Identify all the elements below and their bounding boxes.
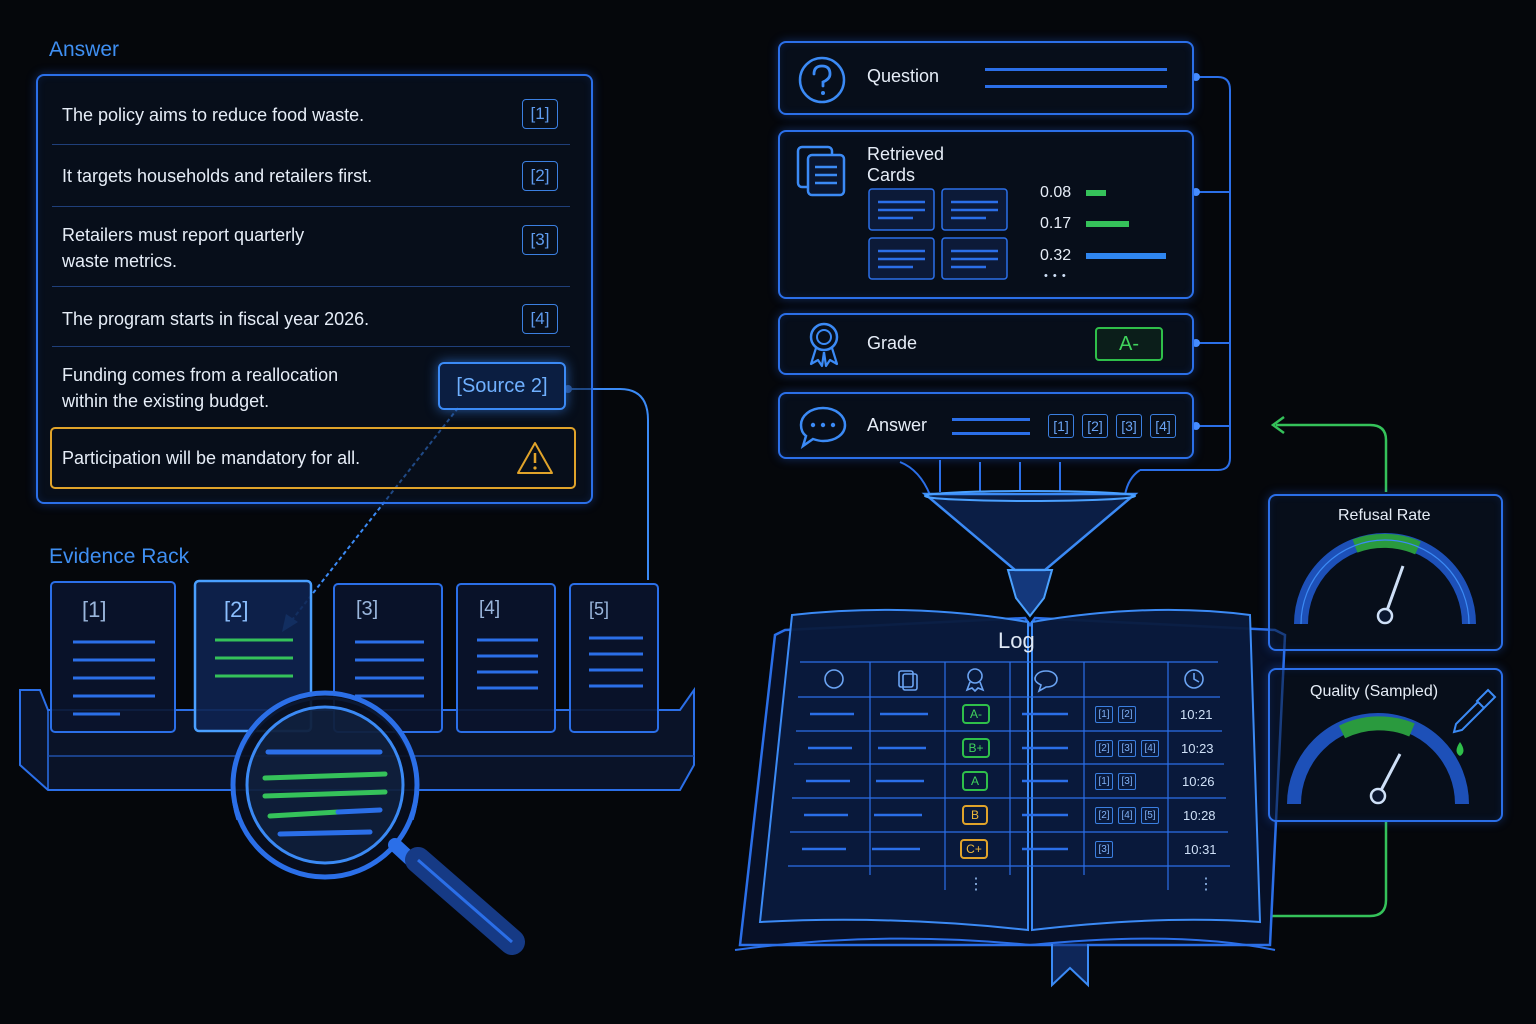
log-more-indicator: ⋮ <box>968 876 984 893</box>
log-row-2-cite-3[interactable]: [4] <box>1141 740 1159 757</box>
answer-row-5-line1: Funding comes from a reallocation <box>62 365 339 385</box>
evidence-card-4-label: [4] <box>479 598 501 619</box>
log-row-3-time: 10:26 <box>1182 774 1215 789</box>
score-bars <box>1086 190 1166 259</box>
answer-summary-label: Answer <box>867 415 928 435</box>
answer-cite-1[interactable]: [1] <box>1048 414 1074 438</box>
log-row-2-cite-1[interactable]: [2] <box>1095 740 1113 757</box>
score-bar-3 <box>1086 253 1166 259</box>
answer-summary-panel[interactable] <box>778 392 1194 459</box>
dropper-icon <box>1452 688 1497 756</box>
evidence-card-5-label: [5] <box>589 599 610 619</box>
log-row-5-grade: C+ <box>960 839 988 859</box>
answer-row-3-cite[interactable]: [3] <box>522 225 558 255</box>
log-row-5-cite-1[interactable]: [3] <box>1095 841 1113 858</box>
log-row-4-cite-3[interactable]: [5] <box>1141 807 1159 824</box>
magnifier-icon <box>230 690 525 955</box>
refusal-rate-gauge <box>1294 533 1476 625</box>
warning-icon <box>517 442 553 474</box>
answer-row-2-text: It targets households and retailers firs… <box>62 166 373 186</box>
log-row-4-cite-2[interactable]: [4] <box>1118 807 1136 824</box>
score-3-label: 0.32 <box>1040 247 1072 264</box>
placeholder-line <box>952 432 1030 435</box>
placeholder-line <box>985 85 1167 88</box>
placeholder-line <box>985 68 1167 71</box>
retrieved-label-line2: Cards <box>867 165 916 185</box>
quality-sampled-title: Quality (Sampled) <box>1310 683 1439 700</box>
cards-stack-icon <box>796 145 846 197</box>
answer-panel-title: Answer <box>49 38 120 61</box>
answer-row-4-text: The program starts in fiscal year 2026. <box>62 309 370 329</box>
log-row-4-time: 10:28 <box>1183 808 1216 823</box>
log-row-1-cite-1[interactable]: [1] <box>1095 706 1113 723</box>
grade-label: Grade <box>867 333 918 353</box>
refusal-rate-title: Refusal Rate <box>1338 507 1431 524</box>
question-panel[interactable] <box>778 41 1194 115</box>
row-divider <box>52 346 570 347</box>
retrieved-card-thumbnails <box>868 188 1008 280</box>
answer-panel <box>36 74 593 504</box>
log-row-5-time: 10:31 <box>1184 842 1217 857</box>
award-ribbon-icon <box>809 322 839 368</box>
answer-row-5-line2: within the existing budget. <box>62 391 270 411</box>
log-row-1-cite-2[interactable]: [2] <box>1118 706 1136 723</box>
log-row-1-grade: A- <box>962 704 990 724</box>
placeholder-line <box>952 418 1030 421</box>
flagged-claim-text: Participation will be mandatory for all. <box>62 448 361 468</box>
log-row-3-grade: A <box>962 771 988 791</box>
log-title: Log <box>998 628 1035 653</box>
log-row-2-cite-2[interactable]: [3] <box>1118 740 1136 757</box>
answer-row-1-cite[interactable]: [1] <box>522 99 558 129</box>
answer-cite-3[interactable]: [3] <box>1116 414 1142 438</box>
chat-bubble-icon <box>799 406 847 449</box>
log-row-1-time: 10:21 <box>1180 707 1213 722</box>
evidence-card-2-label: [2] <box>224 597 249 622</box>
score-bar-1 <box>1086 190 1106 196</box>
answer-cite-2[interactable]: [2] <box>1082 414 1108 438</box>
log-more-indicator: ⋮ <box>1198 876 1214 893</box>
answer-row-3-line2: waste metrics. <box>62 251 178 271</box>
row-divider <box>52 144 570 145</box>
row-divider <box>52 286 570 287</box>
evidence-card-1-label: [1] <box>82 597 107 622</box>
score-1-label: 0.08 <box>1040 184 1072 201</box>
evidence-rack-title: Evidence Rack <box>49 545 190 568</box>
retrieved-label-line1: Retrieved <box>867 144 945 164</box>
score-more-indicator: • • • <box>1044 270 1067 282</box>
log-row-2-grade: B+ <box>962 738 990 758</box>
log-row-3-cite-1[interactable]: [1] <box>1095 773 1113 790</box>
quality-sampled-gauge <box>1287 713 1469 805</box>
answer-row-2-cite[interactable]: [2] <box>522 161 558 191</box>
evidence-rack <box>19 579 695 820</box>
grade-panel[interactable] <box>778 313 1194 375</box>
row-divider <box>52 206 570 207</box>
log-row-4-grade: B <box>962 805 988 825</box>
question-label: Question <box>867 66 940 86</box>
answer-row-4-cite[interactable]: [4] <box>522 304 558 334</box>
log-book-illustration <box>734 490 1287 988</box>
answer-cite-4[interactable]: [4] <box>1150 414 1176 438</box>
answer-row-1-text: The policy aims to reduce food waste. <box>62 105 365 125</box>
answer-row-3-line1: Retailers must report quarterly <box>62 225 305 245</box>
score-bar-2 <box>1086 221 1129 227</box>
evidence-card-3-label: [3] <box>356 598 379 620</box>
score-2-label: 0.17 <box>1040 215 1072 232</box>
question-icon <box>798 56 846 104</box>
log-row-2-time: 10:23 <box>1181 741 1214 756</box>
grade-value-badge: A- <box>1095 327 1163 361</box>
source-2-tag[interactable]: [Source 2] <box>438 362 566 410</box>
flagged-claim[interactable] <box>50 427 576 489</box>
log-row-3-cite-2[interactable]: [3] <box>1118 773 1136 790</box>
refusal-rate-panel <box>1268 494 1503 651</box>
log-row-4-cite-1[interactable]: [2] <box>1095 807 1113 824</box>
